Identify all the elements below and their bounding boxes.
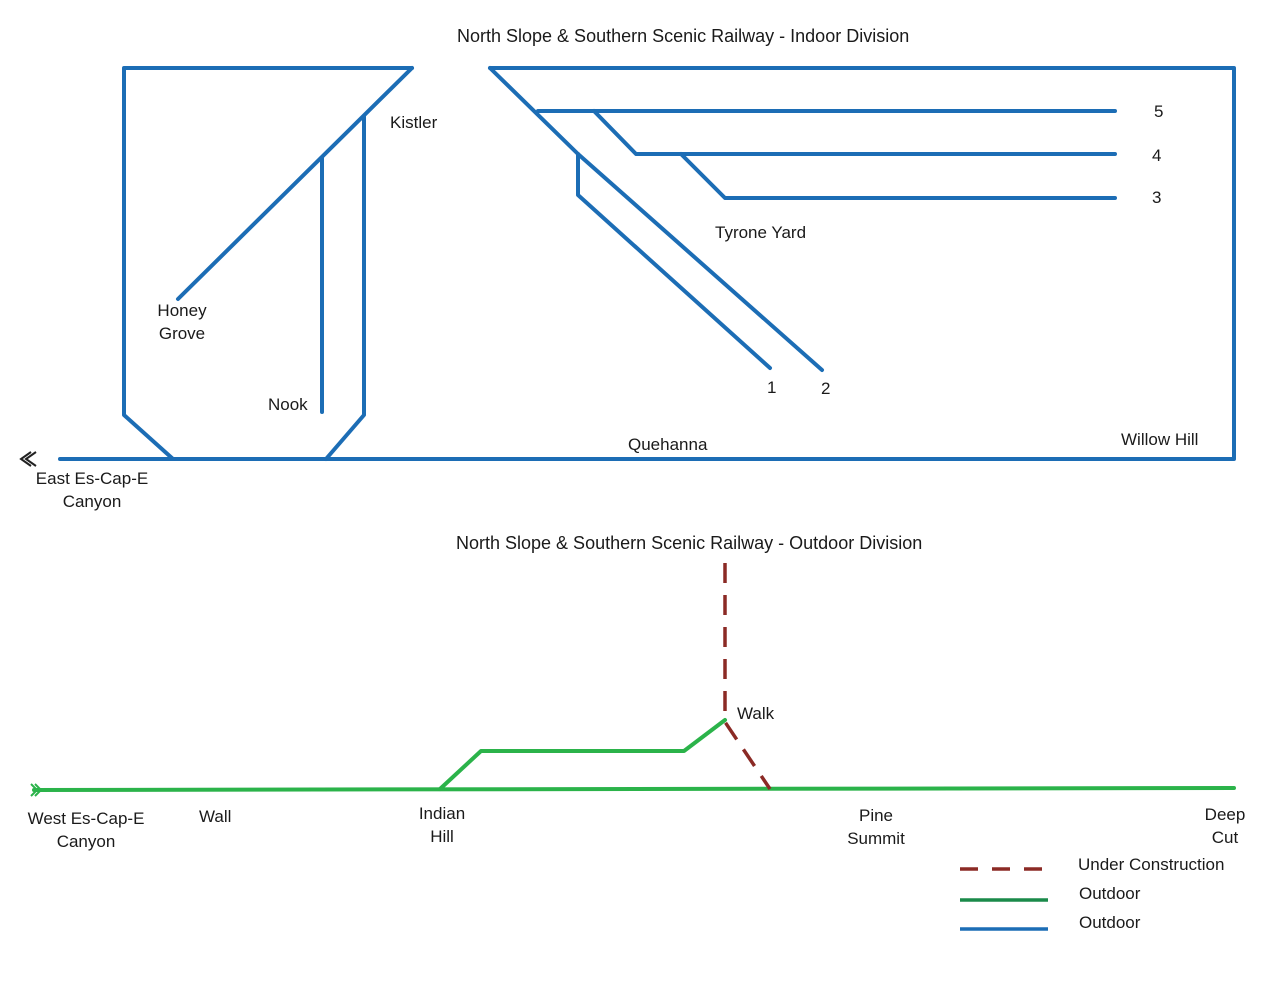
west-canyon-arrow-icon [30,783,43,797]
station-walk: Walk [737,704,775,723]
station-pine-summit-line1: Pine [858,806,894,825]
kistler-siding [324,114,366,461]
outdoor-mainline [32,786,1236,792]
station-quehanna: Quehanna [628,435,708,454]
station-nook: Nook [268,395,308,414]
station-honey-grove-line2: Grove [158,324,206,343]
station-willow-hill: Willow Hill [1121,430,1199,449]
station-pine-summit: Pine Summit [836,804,916,850]
track-4 [592,109,1117,156]
indoor-title: North Slope & Southern Scenic Railway - … [457,26,910,46]
station-indian-hill-line1: Indian [418,804,466,823]
station-west-canyon-line2: Canyon [56,832,116,851]
track-number-5: 5 [1154,102,1164,121]
station-tyrone-yard: Tyrone Yard [715,223,807,242]
station-east-canyon-line1: East Es-Cap-E [35,469,149,488]
station-deep-cut-line2: Cut [1211,828,1239,847]
east-canyon-arrow-icon [19,451,37,467]
track-number-4: 4 [1152,146,1162,165]
walk-branch [438,718,727,791]
station-honey-grove-line1: Honey [157,301,207,320]
station-deep-cut-line1: Deep [1204,805,1246,824]
legend-label-outdoor-green: Outdoor [1079,884,1141,903]
station-east-canyon: East Es-Cap-E Canyon [24,467,160,513]
station-kistler: Kistler [390,113,438,132]
indoor-division-tracks [58,66,1236,461]
station-indian-hill: Indian Hill [406,802,478,848]
outdoor-title: North Slope & Southern Scenic Railway - … [456,533,923,553]
legend-swatches [960,867,1048,931]
kistler-diagonal [176,66,414,301]
walk-construction-line [723,563,772,790]
station-deep-cut: Deep Cut [1196,803,1254,849]
track-number-2: 2 [821,379,831,398]
station-pine-summit-line2: Summit [847,829,905,848]
track-1 [576,152,772,370]
station-wall: Wall [199,807,232,826]
legend-label-outdoor-blue: Outdoor [1079,913,1141,932]
outdoor-division-tracks [32,563,1236,792]
station-east-canyon-line2: Canyon [62,492,122,511]
track-number-3: 3 [1152,188,1162,207]
station-indian-hill-line2: Hill [430,827,454,846]
tyrone-ladder [488,66,824,372]
station-west-canyon-line1: West Es-Cap-E [27,809,145,828]
station-honey-grove: Honey Grove [146,299,218,345]
station-west-canyon: West Es-Cap-E Canyon [20,807,152,853]
track-3 [679,152,1117,200]
legend-label-construction: Under Construction [1078,855,1225,874]
track-number-1: 1 [767,378,777,397]
